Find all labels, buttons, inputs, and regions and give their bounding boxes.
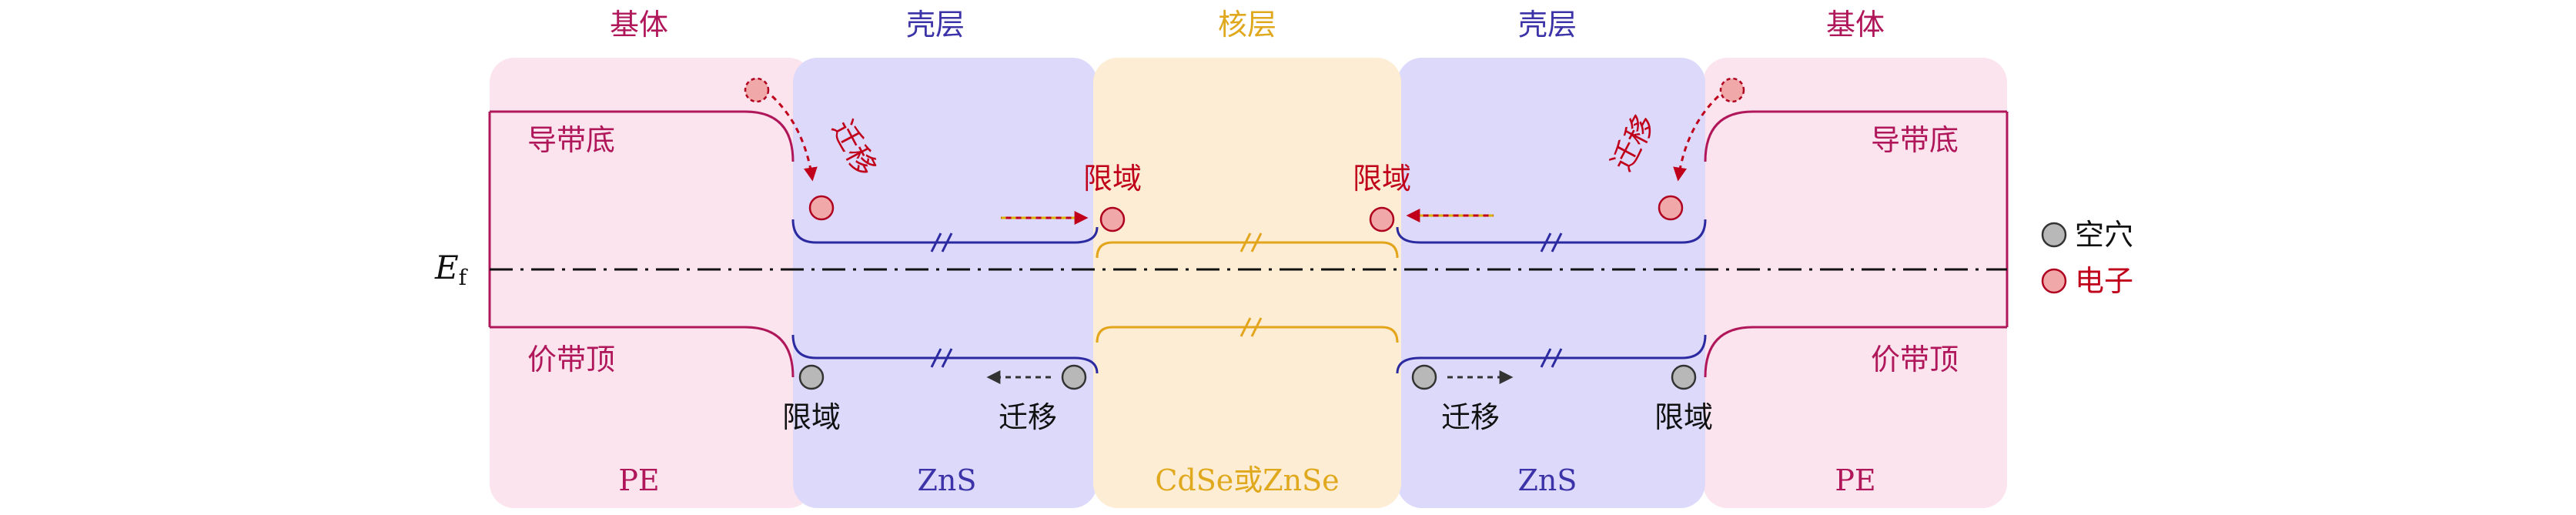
electron-migration-arrow-left xyxy=(771,95,818,182)
header-right-zns: 壳层 xyxy=(1518,8,1577,42)
confine-hole-label-left: 限域 xyxy=(782,400,841,434)
migration-hole-label-left: 迁移 xyxy=(999,400,1057,434)
electron-source-left xyxy=(744,77,770,103)
material-right-zns: ZnS xyxy=(1518,463,1577,497)
legend-electron-label: 电子 xyxy=(2075,264,2133,298)
confine-electron-label-right: 限域 xyxy=(1353,162,1411,196)
header-left-pe: 基体 xyxy=(610,8,668,42)
fermi-level-symbol: E xyxy=(434,249,459,286)
region-core xyxy=(1093,58,1401,508)
region-right-pe xyxy=(1703,58,2007,508)
hole-migrating-right xyxy=(1411,364,1437,390)
zns-right-valence-band xyxy=(1396,334,1707,374)
hole-migrating-left xyxy=(1061,364,1087,390)
zns-left-valence-band xyxy=(791,334,1099,374)
header-core: 核层 xyxy=(1218,8,1276,42)
hole-confined-right xyxy=(1671,364,1697,390)
hole-confined-left xyxy=(798,364,825,390)
conduction-band-label-left: 导带底 xyxy=(527,123,615,157)
confined-electron-left xyxy=(1099,206,1126,232)
confined-electron-right xyxy=(1369,206,1395,232)
material-right-pe: PE xyxy=(1835,463,1875,497)
pe-right-valence-band xyxy=(1704,326,2007,378)
core-conduction-band xyxy=(1096,241,1399,259)
legend-electron-marker xyxy=(2041,268,2067,294)
legend-hole-marker xyxy=(2041,222,2067,248)
zns-left-conduction-band xyxy=(791,219,1099,244)
confine-electron-label-left: 限域 xyxy=(1083,162,1142,196)
electron-right xyxy=(1658,195,1684,221)
confine-hole-label-right: 限域 xyxy=(1654,400,1713,434)
zns-right-conduction-band xyxy=(1396,219,1707,244)
legend: 空穴 电子 xyxy=(2041,218,2133,298)
header-left-zns: 壳层 xyxy=(906,8,965,42)
electron-source-right xyxy=(1719,77,1745,103)
electron-left xyxy=(808,195,835,221)
material-left-zns: ZnS xyxy=(918,463,977,497)
legend-hole-label: 空穴 xyxy=(2075,218,2133,252)
material-left-pe: PE xyxy=(618,463,659,497)
region-left-pe xyxy=(490,58,813,508)
region-right-zns xyxy=(1397,58,1705,508)
core-valence-band xyxy=(1096,326,1399,343)
axis-break-marks xyxy=(930,232,1563,368)
valence-band-label-left: 价带顶 xyxy=(527,343,615,376)
material-core: CdSe或ZnSe xyxy=(1155,463,1339,497)
pe-left-valence-band xyxy=(490,326,795,378)
fermi-level-subscript: f xyxy=(459,265,469,290)
pe-left-conduction-band xyxy=(490,110,795,162)
electron-migration-arrow-right xyxy=(1673,95,1720,182)
valence-band-label-right: 价带顶 xyxy=(1871,343,1959,376)
region-left-zns xyxy=(793,58,1097,508)
header-right-pe: 基体 xyxy=(1826,8,1885,42)
fermi-level-label: Ef xyxy=(434,249,469,290)
migration-hole-label-right: 迁移 xyxy=(1441,400,1500,434)
conduction-band-label-right: 导带底 xyxy=(1871,123,1959,157)
pe-right-conduction-band xyxy=(1704,110,2007,162)
